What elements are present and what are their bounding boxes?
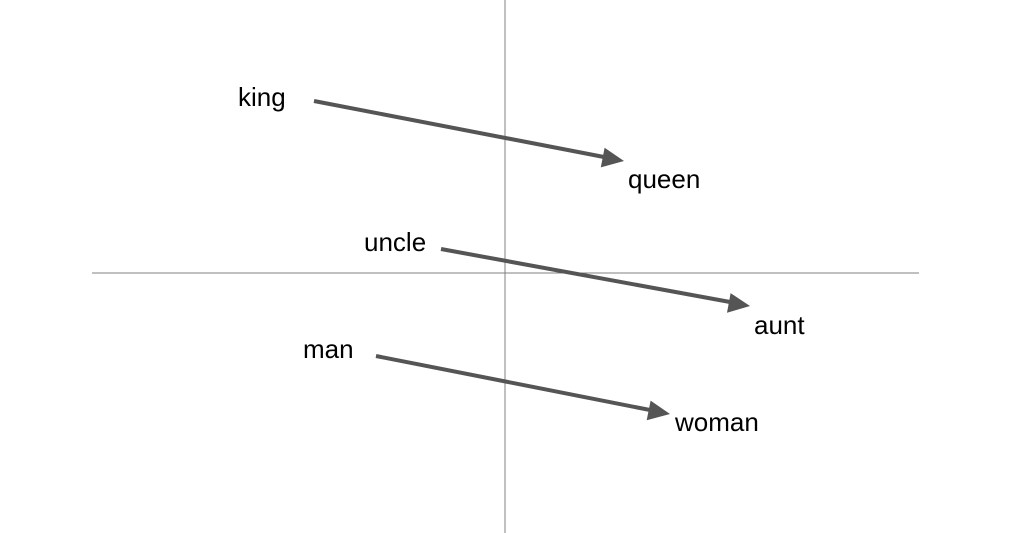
arrow-man-woman-shaft <box>375 354 651 412</box>
arrow-king-queen <box>313 99 624 168</box>
arrow-uncle-aunt <box>440 247 750 313</box>
label-king: king <box>238 82 286 112</box>
arrow-uncle-aunt-head <box>727 293 750 313</box>
arrow-king-queen-shaft <box>313 99 605 159</box>
arrow-king-queen-head <box>600 147 624 168</box>
arrow-man-woman <box>375 354 670 421</box>
label-queen: queen <box>628 164 700 194</box>
arrow-man-woman-head <box>646 400 670 421</box>
label-woman: woman <box>674 407 759 437</box>
label-aunt: aunt <box>754 310 805 340</box>
label-man: man <box>303 334 354 364</box>
arrow-uncle-aunt-shaft <box>440 247 731 304</box>
label-uncle: uncle <box>364 227 426 257</box>
